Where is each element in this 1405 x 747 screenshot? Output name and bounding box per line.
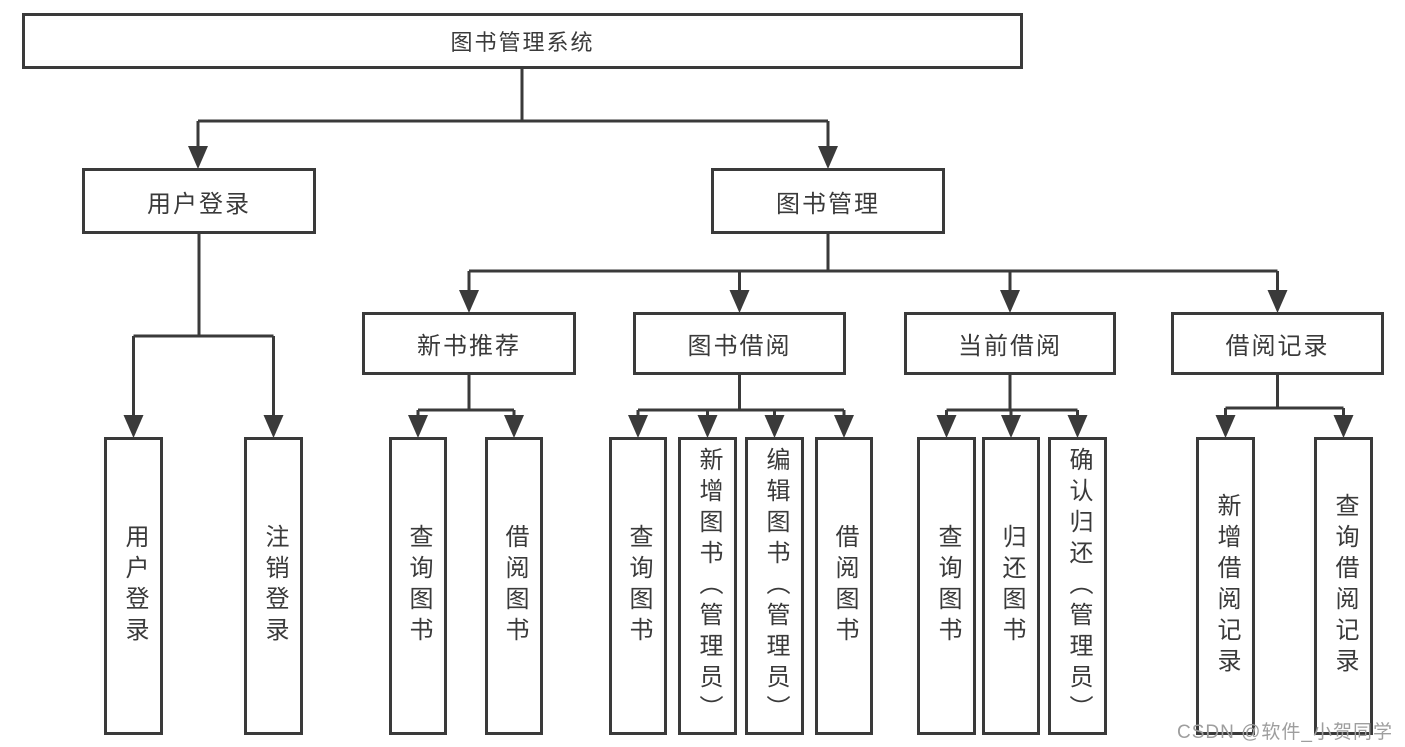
connector-borrow-records-to-children xyxy=(1224,375,1345,420)
node-user-login: 用户登录 xyxy=(82,168,316,234)
node-leaf-add-books-admin: 新增图书（管理员） xyxy=(678,437,737,735)
node-new-book-recommend: 新书推荐 xyxy=(362,312,576,375)
node-leaf-borrow-books-1: 借阅图书 xyxy=(485,437,543,735)
connector-book-mgmt-to-level3 xyxy=(467,232,1279,293)
arrowhead xyxy=(459,290,479,313)
node-borrow-records: 借阅记录 xyxy=(1171,312,1384,375)
arrowhead xyxy=(504,415,524,438)
node-leaf-confirm-return-admin: 确认归还（管理员） xyxy=(1048,437,1107,735)
arrowhead xyxy=(188,146,208,169)
node-book-borrowing: 图书借阅 xyxy=(633,312,846,375)
arrowhead xyxy=(1333,415,1354,438)
connector-current-borrow-to-children xyxy=(945,375,1079,420)
node-leaf-add-borrow-record: 新增借阅记录 xyxy=(1196,437,1255,735)
arrowhead xyxy=(1267,290,1288,313)
arrowhead xyxy=(1001,415,1021,438)
node-leaf-query-books-1: 查询图书 xyxy=(389,437,447,735)
node-leaf-borrow-books-2: 借阅图书 xyxy=(815,437,873,735)
connector-new-book-rec-to-children xyxy=(416,375,516,420)
arrowhead xyxy=(729,290,750,313)
node-leaf-edit-books-admin: 编辑图书（管理员） xyxy=(745,437,804,735)
arrowhead xyxy=(1215,415,1236,438)
arrowhead xyxy=(697,415,718,438)
arrowhead xyxy=(1000,290,1020,313)
connector-book-borrow-to-children xyxy=(636,375,846,420)
arrowhead xyxy=(834,415,854,438)
arrowhead xyxy=(936,415,957,438)
watermark: CSDN @软件_小贺同学 xyxy=(1177,722,1393,743)
node-book-management: 图书管理 xyxy=(711,168,945,234)
node-leaf-return-books: 归还图书 xyxy=(982,437,1040,735)
arrowhead xyxy=(123,415,144,438)
arrowhead xyxy=(263,415,284,438)
connector-user-login-to-children xyxy=(132,232,275,419)
node-leaf-user-login: 用户登录 xyxy=(104,437,163,735)
arrowhead xyxy=(408,415,428,438)
connector-root-to-level2 xyxy=(196,69,830,150)
node-leaf-query-borrow-record: 查询借阅记录 xyxy=(1314,437,1373,735)
node-current-borrowing: 当前借阅 xyxy=(904,312,1116,375)
node-leaf-logout: 注销登录 xyxy=(244,437,303,735)
arrowhead xyxy=(628,415,648,438)
arrowhead xyxy=(1067,415,1088,438)
node-library-management-system: 图书管理系统 xyxy=(22,13,1023,69)
arrowhead xyxy=(764,415,785,438)
node-leaf-query-books-3: 查询图书 xyxy=(917,437,976,735)
node-leaf-query-books-2: 查询图书 xyxy=(609,437,667,735)
arrowhead xyxy=(818,146,838,169)
